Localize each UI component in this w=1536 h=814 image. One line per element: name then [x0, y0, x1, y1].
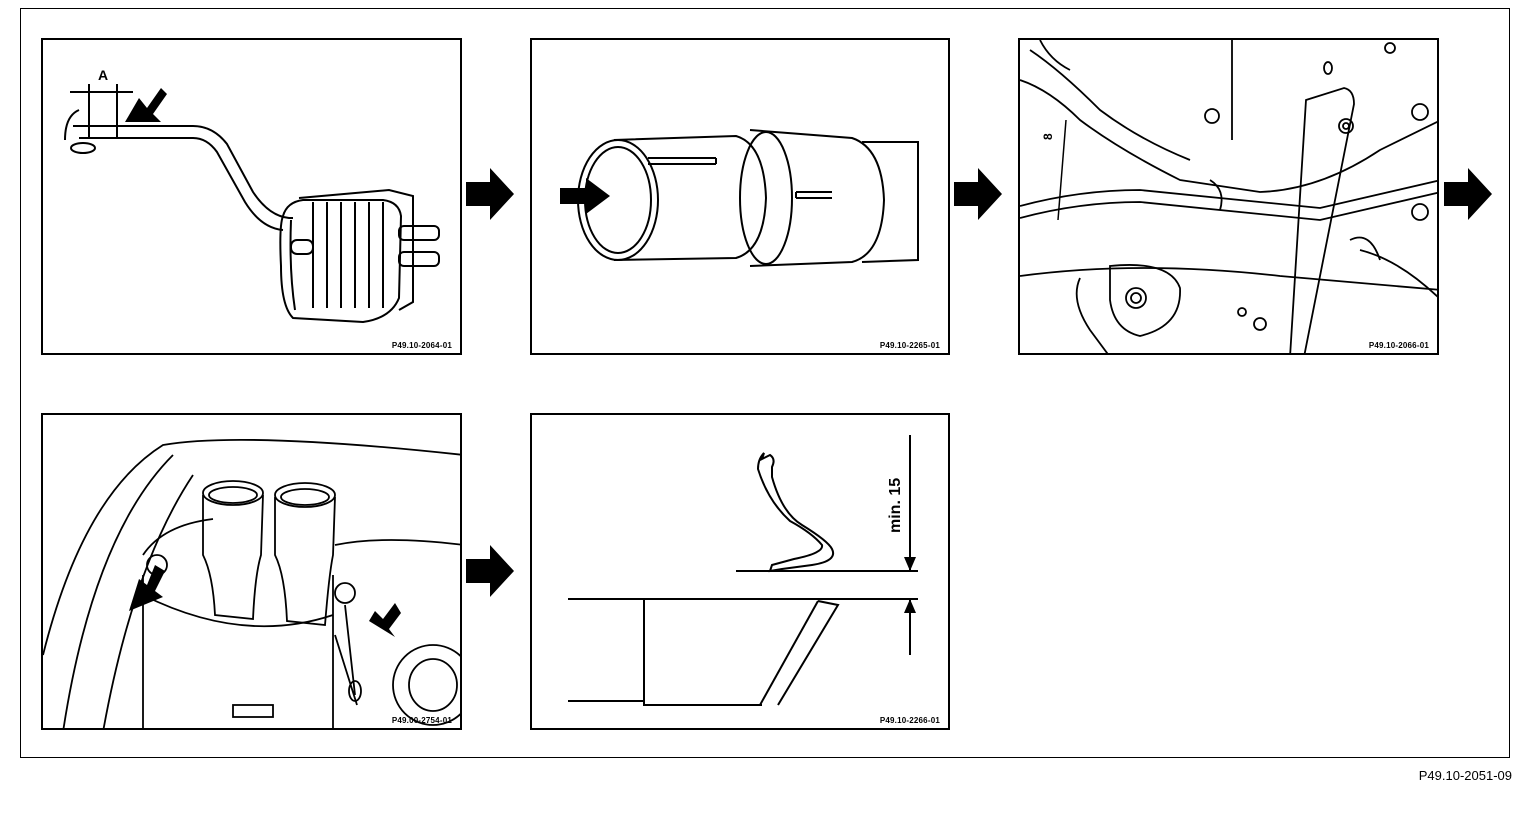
underbody-drawing: 8 [1020, 40, 1437, 353]
panel-5: min. 15 P49.10-2266-01 [530, 413, 950, 730]
measure-mark: 8 [1041, 133, 1055, 140]
step-arrow-icon [954, 168, 1002, 220]
tailpipe-drawing [560, 129, 919, 267]
step-arrow-icon [466, 168, 514, 220]
figure-code: P49.10-2051-09 [1418, 768, 1512, 783]
panel-4: P49.00-2754-01 [41, 413, 462, 730]
panel-code: P49.10-2064-01 [391, 341, 452, 350]
panel-2: P49.10-2265-01 [530, 38, 950, 355]
panel-3: 8 P49.10-2066-01 [1018, 38, 1439, 355]
muffler-drawing: A [64, 67, 440, 324]
panel-code: P49.10-2265-01 [879, 341, 940, 350]
panel-code: P49.10-2266-01 [879, 716, 940, 725]
bumper-tailpipes-drawing [43, 438, 460, 728]
step-arrow-icon [466, 545, 514, 597]
figure-frame [20, 8, 1510, 758]
panel-1: A P49.10-2064-01 [41, 38, 462, 355]
step-arrow-icon [1444, 168, 1492, 220]
dimension-label-a: A [98, 67, 108, 83]
panel-code: P49.10-2066-01 [1368, 341, 1429, 350]
clearance-drawing: min. 15 [568, 435, 918, 706]
panel-code: P49.00-2754-01 [391, 716, 452, 725]
dimension-label: min. 15 [887, 478, 904, 533]
